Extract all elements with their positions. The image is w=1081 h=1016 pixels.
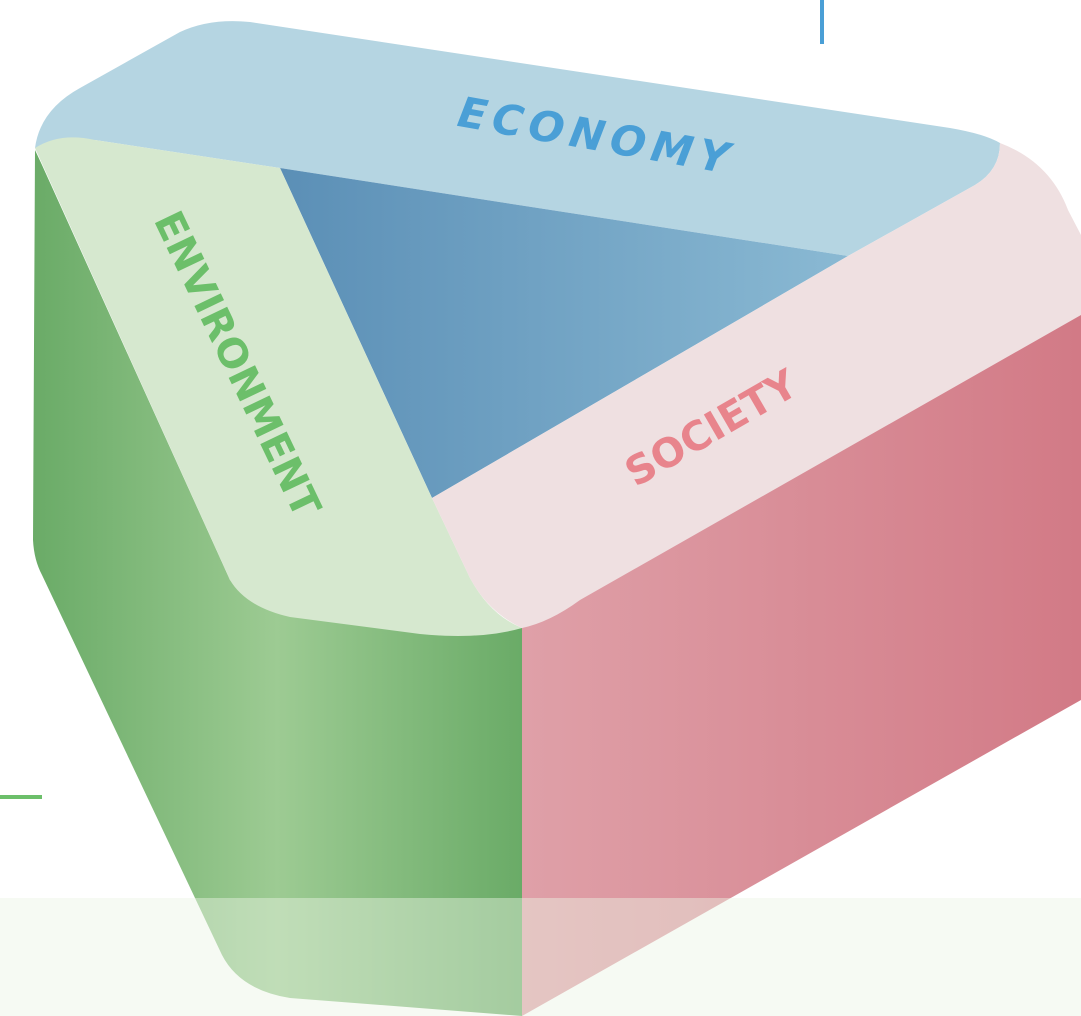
society-band — [432, 143, 1081, 628]
bottom-overlay-strip — [0, 898, 1081, 1016]
center-triangle-face — [280, 168, 848, 498]
society-side-face — [522, 310, 1081, 1016]
economy-band — [35, 21, 1000, 256]
environment-band — [35, 137, 522, 637]
environment-side-face — [33, 150, 522, 1016]
